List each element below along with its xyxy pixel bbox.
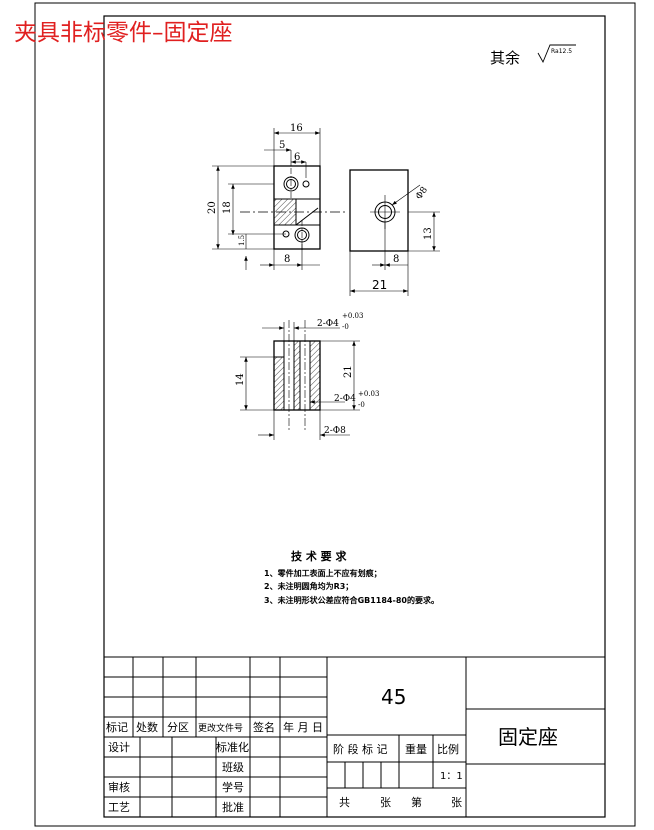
title-part-name: 固定座: [498, 725, 558, 749]
dim-hole-top: 2-Φ4: [317, 319, 339, 329]
dim-21-side: 21: [372, 278, 387, 292]
lbl-count: 处数: [136, 721, 158, 734]
dim-2-phi8: 2-Φ8: [324, 426, 346, 436]
lbl-mark: 标记: [106, 720, 128, 734]
lbl-check: 审核: [108, 780, 130, 794]
lbl-sheets: 张: [380, 796, 391, 809]
tech-item-2: 2、未注明圆角均为R3；: [264, 581, 353, 592]
dim-20: 20: [207, 201, 218, 214]
dim-21-section: 21: [343, 365, 354, 378]
dim-hole-bot: 2-Φ4: [334, 394, 356, 404]
lbl-date: 年 月 日: [283, 720, 323, 734]
outer-border: [34, 2, 636, 827]
lbl-total: 共: [339, 796, 350, 809]
lbl-stage: 阶 段 标 记: [333, 742, 388, 756]
header-title: 夹具非标零件–固定座: [14, 20, 233, 46]
lbl-grade: 班级: [222, 761, 244, 774]
roughness-value: Ra12.5: [551, 48, 572, 55]
tol-top-dn: -0: [342, 323, 349, 331]
tol-bot-up: +0.03: [358, 390, 379, 398]
dim-1-5: 1.5: [238, 235, 246, 246]
lbl-approve: 批准: [222, 800, 244, 814]
roughness-label: 其余: [490, 49, 520, 67]
lbl-weight: 重量: [405, 742, 427, 756]
lbl-standard: 标准化: [216, 740, 249, 754]
dim-6: 6: [294, 152, 300, 163]
dim-8-side: 8: [393, 254, 399, 265]
lbl-zone: 分区: [167, 721, 189, 734]
lbl-sheet-no: 第: [411, 795, 422, 809]
lbl-sheet: 张: [451, 796, 462, 809]
scale-value: 1：1: [440, 771, 463, 782]
lbl-scale: 比例: [437, 742, 459, 756]
dim-16: 16: [290, 123, 303, 134]
title-material: 45: [381, 685, 406, 709]
dim-18: 18: [222, 201, 233, 214]
tech-heading: 技 术 要 求: [291, 549, 347, 563]
lbl-sign: 签名: [253, 720, 275, 734]
tech-item-3: 3、未注明形状公差应符合GB1184-80的要求。: [264, 595, 439, 605]
lbl-id: 学号: [222, 780, 244, 794]
dim-14: 14: [235, 373, 246, 386]
title-block-grid: [104, 656, 605, 817]
section-view: [240, 320, 360, 440]
front-view: [212, 128, 345, 270]
roughness-symbol-icon: [537, 44, 576, 64]
tol-bot-dn: -0: [358, 401, 365, 409]
lbl-doc: 更改文件号: [198, 722, 243, 734]
dim-8-front: 8: [284, 254, 290, 265]
lbl-process: 工艺: [108, 801, 130, 814]
dim-5: 5: [279, 140, 285, 151]
tol-top-up: +0.03: [342, 312, 363, 320]
side-view: [349, 169, 440, 296]
tech-item-1: 1、零件加工表面上不应有划痕；: [264, 568, 382, 579]
lbl-design: 设计: [108, 741, 130, 754]
dim-13: 13: [423, 227, 434, 240]
inner-border: [103, 15, 606, 818]
